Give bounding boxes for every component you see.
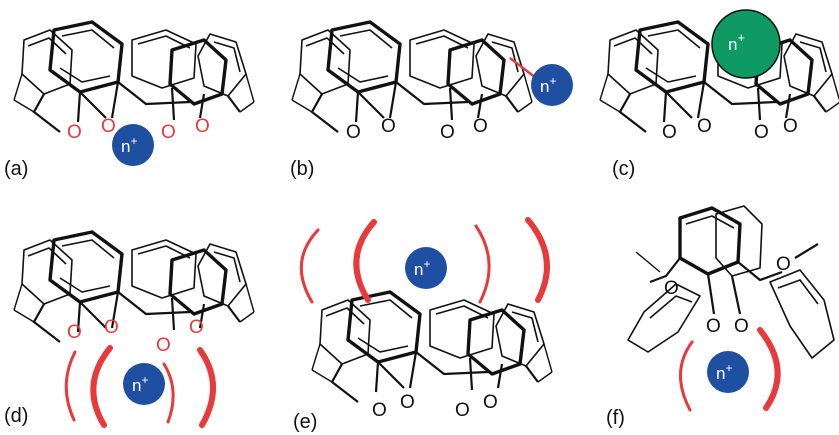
oxygen-f1: O — [664, 278, 679, 299]
oxygen-c3: O — [754, 122, 769, 143]
ion-e — [405, 247, 447, 289]
arc-e4 — [525, 217, 550, 303]
calixarene-e — [310, 290, 554, 404]
ion-a — [112, 124, 154, 166]
ring-f-right — [769, 269, 835, 359]
oxygen-e4: O — [483, 392, 498, 413]
ion-c — [711, 9, 781, 79]
oxygen-c1: O — [662, 122, 677, 143]
panel-a: O O O O n+ (a) — [4, 20, 256, 180]
arc-d2 — [90, 345, 113, 428]
ion-d — [123, 363, 165, 405]
arc-d4 — [197, 347, 216, 428]
oxygen-f2: O — [776, 254, 791, 275]
oxygen-b1: O — [346, 122, 361, 143]
panel-d: O O O O n+ (d) — [4, 230, 256, 428]
oxygen-f4: O — [734, 316, 749, 337]
oxygen-d1: O — [67, 322, 82, 343]
ion-label-d: n+ — [132, 373, 148, 395]
panel-label-d: (d) — [4, 405, 28, 427]
panel-b: O O O O n+ (b) — [290, 20, 573, 180]
oxygen-e3: O — [455, 400, 470, 421]
oxygen-c4: O — [783, 116, 798, 137]
ion-label-e: n+ — [414, 257, 430, 279]
arc-d1 — [64, 350, 77, 422]
panel-label-c: (c) — [612, 158, 635, 180]
ion-label-b: n+ — [540, 74, 556, 96]
oxygen-a1: O — [67, 122, 82, 143]
panel-e: O O O O n+ (e) — [293, 217, 554, 433]
oxygen-e1: O — [372, 400, 387, 421]
oxygen-d3: O — [156, 335, 171, 356]
ion-label-c: n+ — [728, 30, 745, 54]
oxygen-d4: O — [189, 317, 204, 338]
arc-e3 — [474, 224, 491, 304]
arc-f1 — [679, 340, 694, 412]
oxygen-a4: O — [195, 116, 210, 137]
oxygen-a2: O — [101, 116, 116, 137]
oxygen-e2: O — [400, 392, 415, 413]
oxygen-b2: O — [381, 116, 396, 137]
panel-label-a: (a) — [4, 158, 28, 180]
oxygen-f3: O — [706, 316, 721, 337]
arc-e2 — [353, 219, 377, 303]
panel-label-f: (f) — [606, 407, 625, 429]
ion-b — [531, 64, 573, 106]
ring-f-left — [627, 283, 701, 353]
cation-pi-line-b — [509, 57, 537, 79]
ion-f — [707, 351, 749, 393]
arc-e1 — [299, 228, 320, 304]
oxygen-b4: O — [473, 116, 488, 137]
panel-label-e: (e) — [293, 411, 317, 433]
ring-f-front — [678, 206, 742, 276]
ion-label-f: n+ — [716, 361, 732, 383]
oxygen-d2: O — [104, 317, 119, 338]
panel-label-b: (b) — [290, 158, 314, 180]
ion-label-a: n+ — [121, 134, 137, 156]
panel-c: O O O O n+ (c) — [598, 9, 839, 180]
oxygen-c2: O — [697, 116, 712, 137]
arc-d3 — [162, 362, 175, 424]
panel-f: O O O O n+ (f) — [606, 205, 835, 429]
ring-f-back — [715, 205, 763, 277]
calixarene-a — [12, 20, 256, 134]
oxygen-b3: O — [440, 122, 455, 143]
oxygen-a3: O — [161, 122, 176, 143]
arc-f2 — [757, 327, 781, 411]
calixarene-b — [290, 20, 534, 134]
calixarene-d — [12, 230, 256, 344]
